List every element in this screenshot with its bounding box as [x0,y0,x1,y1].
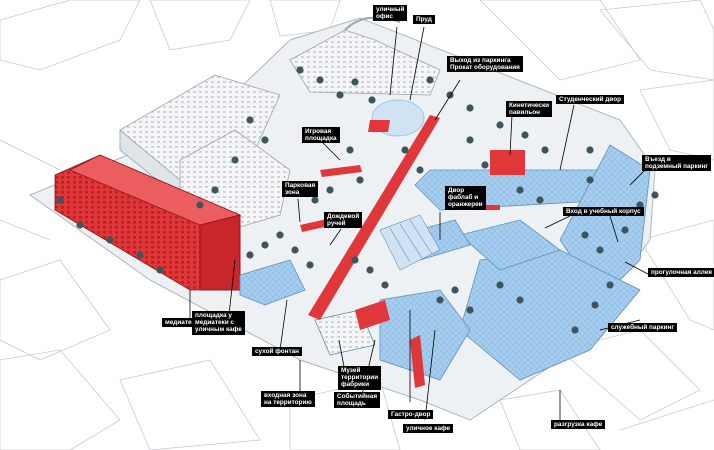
tree-icon [401,146,409,154]
tree-icon [336,91,344,99]
white-buildings [119,16,441,231]
tree-icon [368,96,376,104]
tree-icon [536,196,544,204]
label-mediateka-plaza: площадка у медиатеки с уличным кафе [192,311,245,335]
label-entry-zone: входная зона на территорию [261,391,315,408]
tree-icon [346,146,354,154]
tree-icon [451,286,459,294]
label-street-cafe: уличное кафе [403,424,454,434]
tree-icon [326,186,334,194]
label-cafe-unloading: разгрузка кафе [551,420,606,430]
tree-icon [56,196,64,204]
label-dry-fountain: сухой фонтан [252,347,303,357]
label-pond: Пруд [413,15,435,25]
label-fablab-yard: Двор фаблаб и оранжереи [445,186,486,210]
tree-icon [426,76,434,84]
tree-icon [366,266,374,274]
label-campus-entry: Вход в учебный корпус [563,207,644,217]
tree-icon [316,76,324,84]
tree-icon [516,296,524,304]
label-walking-alley: прогулочная аллея [648,268,714,278]
tree-icon [296,66,304,74]
tree-icon [651,191,659,199]
tree-icon [196,201,204,209]
tree-icon [521,131,529,139]
tree-icon [231,156,239,164]
tree-icon [466,136,474,144]
label-street-office: уличный офис [373,5,408,22]
tree-icon [291,246,299,254]
label-service-parking: служебный паркинг [608,323,678,333]
tree-icon [541,146,549,154]
tree-icon [246,251,254,259]
tree-icon [516,186,524,194]
tree-icon [246,116,254,124]
tree-icon [436,296,444,304]
tree-icon [586,176,594,184]
label-park-zone: Парковая зона [282,181,319,198]
tree-icon [571,326,579,334]
tree-icon [106,236,114,244]
label-playground: Игровая площадка [302,127,340,144]
tree-icon [211,186,219,194]
leader-lines [189,26,649,421]
label-parking-exit: Выход из паркинга Прокат оборудования [447,56,523,73]
tree-icon [606,281,614,289]
tree-icon [466,306,474,314]
tree-icon [481,161,489,169]
tree-icon [596,246,604,254]
label-mediateka: медиатека [162,318,202,328]
label-kinetic-pavilion: Кинетически павильон [506,101,553,118]
tree-icon [76,221,84,229]
campus-roofs [239,144,651,381]
tree-icon [311,196,319,204]
tree-icon [261,136,269,144]
tree-icon [156,266,164,274]
label-event-square: Событийная площадь [334,392,381,409]
label-underground-entry: Въезд в подземный паркинг [642,155,712,172]
trees [56,66,659,334]
tree-icon [496,281,504,289]
tree-icon [636,201,644,209]
tree-icon [356,176,364,184]
tree-icon [261,241,269,249]
tree-icon [306,261,314,269]
label-rain-stream: Дождевой ручей [324,212,363,229]
label-gastro-yard: Гастро-двор [388,410,434,420]
tree-icon [136,251,144,259]
tree-icon [586,146,594,154]
tree-icon [351,256,359,264]
tree-icon [581,231,589,239]
label-student-yard: Студенческий двор [556,95,625,105]
red-pathways [300,115,525,388]
tree-icon [416,166,424,174]
label-factory-museum: Музей территории фабрики [338,366,382,390]
tree-icon [276,231,284,239]
glass-greenhouse [379,214,441,271]
tree-icon [381,281,389,289]
tree-icon [351,78,359,86]
tree-icon [591,301,599,309]
tree-icon [466,104,474,112]
tree-icon [621,226,629,234]
tree-icon [496,121,504,129]
